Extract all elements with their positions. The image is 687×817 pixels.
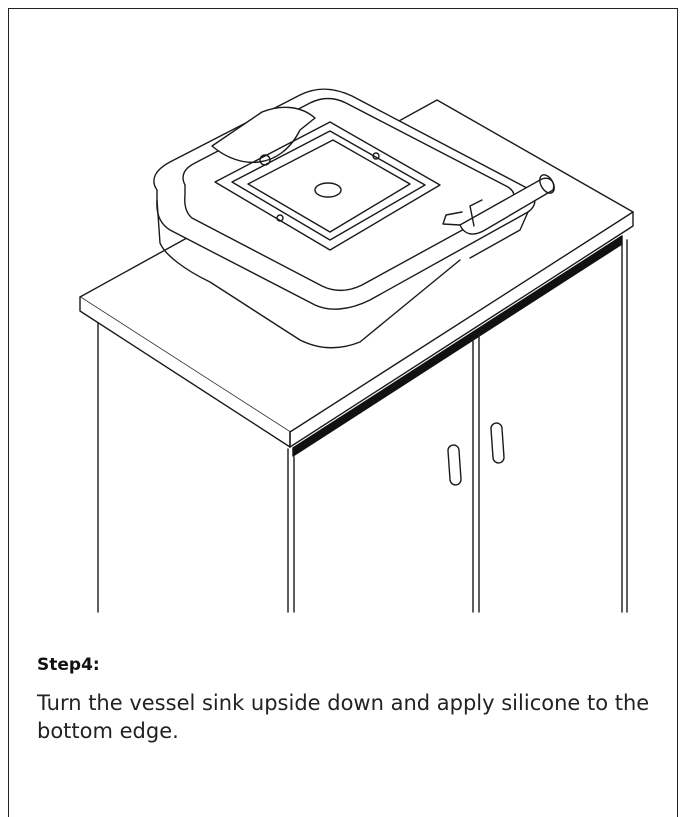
silicone-cartridge	[442, 174, 555, 235]
step-description: Turn the vessel sink upside down and app…	[37, 691, 650, 743]
cabinet	[97, 239, 628, 613]
vanity-illustration	[79, 88, 634, 613]
page-frame	[8, 8, 678, 817]
door-handles	[447, 422, 505, 486]
step-title: Step4:	[37, 655, 100, 675]
